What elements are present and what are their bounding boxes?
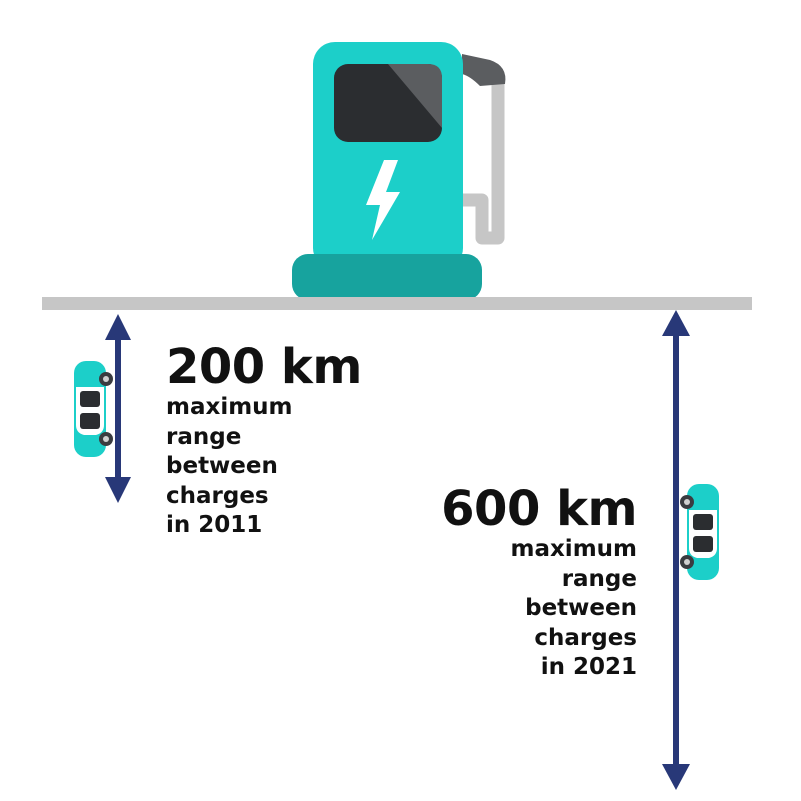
double-arrow-icon [662, 310, 690, 790]
car-icon [74, 361, 113, 457]
car-icon [680, 484, 719, 580]
range-2011-line: range [166, 423, 242, 450]
range-2011-line: maximum [166, 394, 293, 420]
range-2021-line: in 2021 [540, 654, 637, 680]
range-2021-line: maximum [510, 536, 637, 562]
range-2021-line: range [561, 565, 637, 592]
ground-line [42, 297, 752, 310]
range-2011-line: between [166, 453, 278, 479]
charging-station-icon [292, 42, 482, 300]
range-2011-line: charges [166, 482, 269, 509]
pump-base [292, 254, 482, 300]
lightning-bolt-icon [366, 160, 400, 240]
range-2011-value: 200 km [166, 339, 362, 395]
double-arrow-icon [105, 314, 131, 503]
range-2011-label: 200 km maximum range between charges in … [166, 341, 362, 541]
range-2021-label: 600 km maximum range between charges in … [441, 483, 637, 683]
range-2021-line: between [525, 595, 637, 621]
range-2021-line: charges [534, 624, 637, 651]
range-2021-value: 600 km [441, 481, 637, 537]
charging-hose [455, 54, 506, 245]
range-2011-line: in 2011 [166, 512, 263, 538]
nozzle [462, 54, 506, 86]
